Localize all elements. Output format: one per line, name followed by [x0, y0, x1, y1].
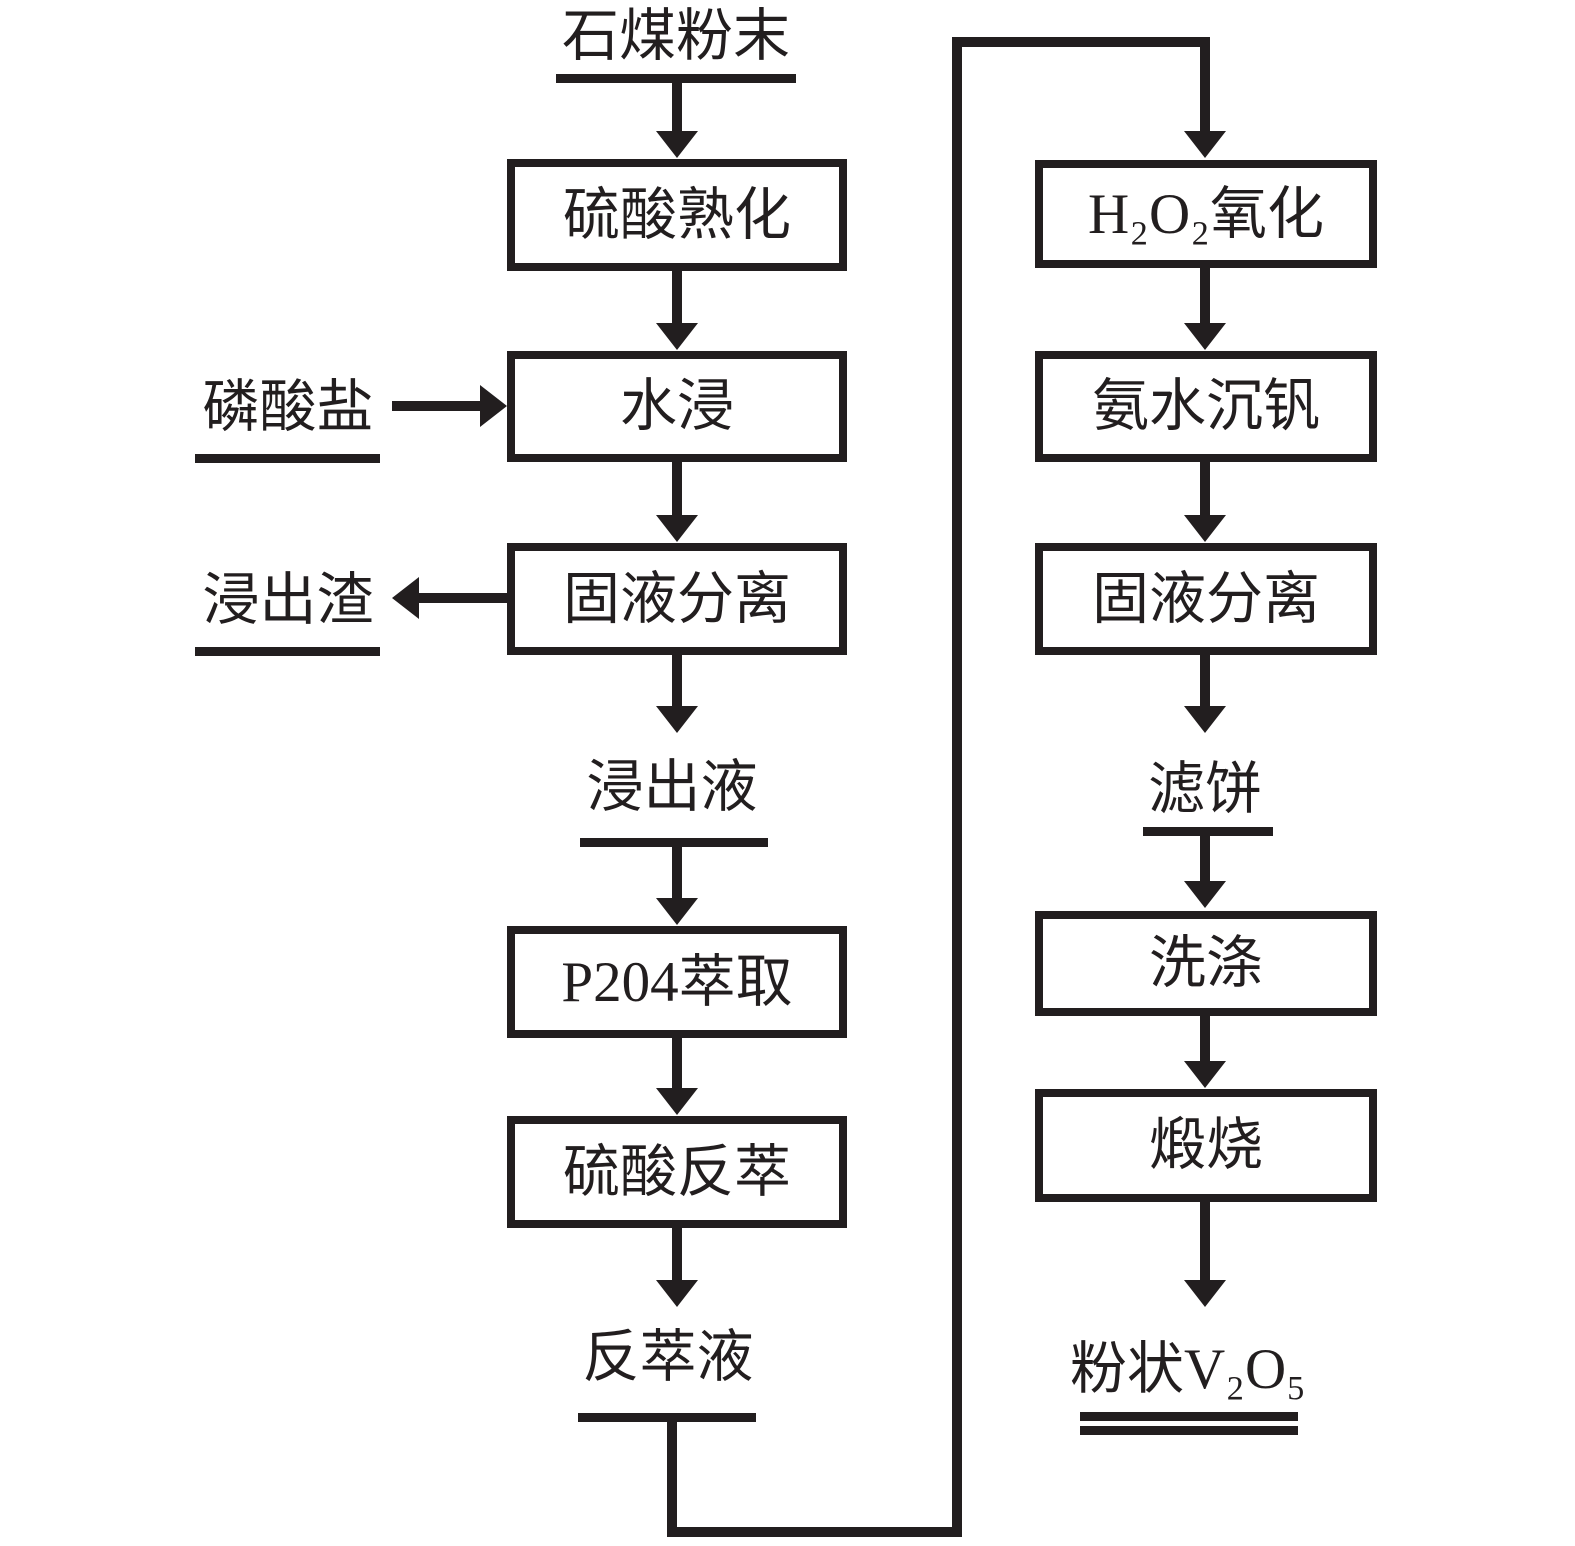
arrowhead-separation1-to-leachate — [656, 706, 698, 733]
underline-phosphate — [195, 454, 380, 463]
label-leachate: 浸出液 — [586, 755, 758, 819]
label-leach-residue: 浸出渣 — [202, 568, 374, 632]
box-sulfuric-stripping: 硫酸反萃 — [507, 1116, 847, 1228]
label-source: 石煤粉末 — [562, 4, 790, 68]
edge-strip-liquor-to-oxidation-shaft — [667, 37, 1210, 1537]
arrowhead-washing-to-calcination — [1184, 1061, 1226, 1088]
box-washing: 洗涤 — [1035, 911, 1377, 1016]
arrowhead-separation1-to-residue — [392, 577, 419, 619]
box-sulfuric-curing: 硫酸熟化 — [507, 159, 847, 271]
arrowhead-source-to-curing — [656, 131, 698, 158]
arrowhead-cake-to-washing — [1184, 881, 1226, 908]
label-phosphate: 磷酸盐 — [202, 375, 374, 439]
arrowhead-leachate-to-p204 — [656, 898, 698, 925]
arrowhead-stripping-to-striquor — [656, 1280, 698, 1307]
double-underline-product-top — [1080, 1412, 1298, 1421]
arrowhead-ammonia-to-separation2 — [1184, 515, 1226, 542]
arrowhead-leaching-to-separation1 — [656, 515, 698, 542]
arrowhead-curing-to-leaching — [656, 323, 698, 350]
arrowhead-separation2-to-cake — [1184, 706, 1226, 733]
underline-leach-residue — [195, 647, 380, 656]
box-solid-liquid-separation-2: 固液分离 — [1035, 543, 1377, 655]
label-strip-liquor: 反萃液 — [582, 1325, 754, 1389]
box-water-leaching: 水浸 — [507, 351, 847, 462]
arrowhead-phosphate-to-leaching — [480, 385, 507, 427]
label-product: 粉状V₂O₅ — [1069, 1337, 1307, 1401]
double-underline-product-bottom — [1080, 1426, 1298, 1435]
arrowhead-strip-liquor-to-oxidation — [1184, 131, 1226, 158]
box-ammonia-precipitation: 氨水沉钒 — [1035, 351, 1377, 462]
box-p204-extraction: P204萃取 — [507, 926, 847, 1038]
arrowhead-oxidation-to-ammonia — [1184, 323, 1226, 350]
arrowhead-p204-to-stripping — [656, 1088, 698, 1115]
underline-filter-cake — [1143, 827, 1273, 836]
box-calcination: 煅烧 — [1035, 1089, 1377, 1202]
box-h2o2-oxidation: H₂O₂氧化 — [1035, 160, 1377, 268]
underline-strip-liquor — [578, 1413, 756, 1422]
arrowhead-calcination-to-product — [1184, 1280, 1226, 1307]
underline-leachate — [580, 838, 768, 847]
underline-source — [556, 74, 796, 83]
label-filter-cake: 滤饼 — [1148, 757, 1262, 821]
box-solid-liquid-separation-1: 固液分离 — [507, 543, 847, 655]
